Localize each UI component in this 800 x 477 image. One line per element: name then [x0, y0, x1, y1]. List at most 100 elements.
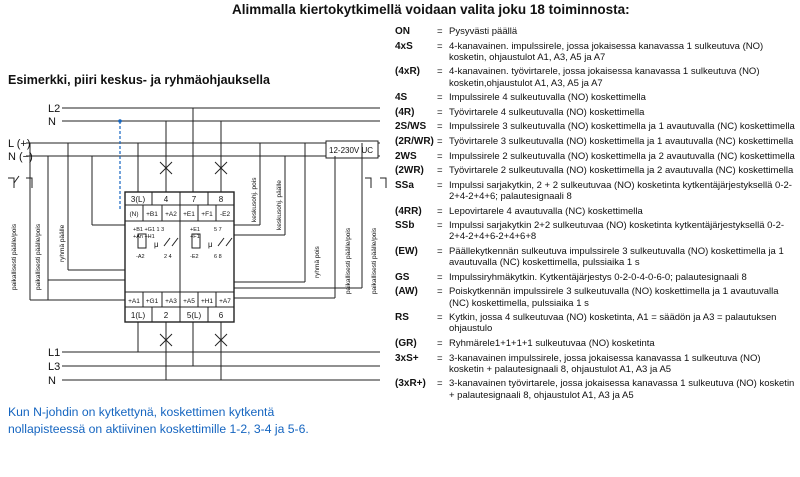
term-bot-1: 1(L) [131, 311, 146, 320]
left-block-line1: +B1 +G1 1 3 [133, 227, 164, 233]
label-l3: L3 [48, 361, 60, 373]
function-code: 2WS [395, 150, 417, 162]
switch-label-local4: paikallisesti päälle/pois [371, 227, 378, 294]
example-heading: Esimerkki, piiri keskus- ja ryhmäohjauks… [8, 73, 270, 87]
function-code: (4R) [395, 106, 415, 118]
equals-sign: = [437, 220, 443, 232]
label-l1: L1 [48, 347, 60, 359]
function-description: 3-kanavainen työvirtarele, jossa jokaise… [449, 378, 795, 401]
equals-sign: = [437, 337, 443, 349]
term-top-1: 3(L) [131, 195, 146, 204]
function-code: 2S/WS [395, 121, 427, 133]
input-top-4: +E1 [183, 211, 195, 218]
function-item: SSa=Impulssi sarjakytkin, 2 + 2 sulkeutu… [395, 180, 797, 202]
mu-right: μ [208, 240, 213, 249]
function-description: 4-kanavainen. työvirtarele, jossa jokais… [449, 66, 760, 89]
function-description: Impulssirele 2 sulkeutuvalla (NO) kosket… [449, 150, 795, 162]
term-bot-4: 6 [219, 311, 224, 320]
term-top-4: 8 [219, 195, 224, 204]
equals-sign: = [437, 165, 443, 177]
label-l-plus: L (+) [8, 138, 31, 150]
function-item: GS=Impulssiryhmäkytkin. Kytkentäjärjesty… [395, 272, 797, 283]
input-bot-6: +A7 [219, 298, 231, 305]
function-description: Kytkin, jossa 4 sulkeutuvaa (NO) kosketi… [449, 312, 777, 335]
function-code: (4RR) [395, 205, 422, 217]
function-item: ON = Pysyvästi päällä [395, 26, 797, 37]
switch-label-local3: paikallisesti päälle/pois [345, 227, 352, 294]
function-code: (3xR+) [395, 378, 426, 390]
note-line-2: nollapisteessä on aktiivinen koskettimil… [8, 422, 309, 436]
function-description: Pysyvästi päällä [449, 26, 518, 37]
label-n-top: N [48, 116, 56, 128]
term-top-2: 4 [164, 195, 169, 204]
equals-sign: = [437, 106, 443, 118]
function-code: (EW) [395, 245, 418, 257]
label-n-minus: N (−) [8, 151, 33, 163]
input-top-3: +A2 [165, 211, 177, 218]
function-item: (AW)=Poiskytkennän impulssirele 3 sulkeu… [395, 286, 797, 308]
input-bot-3: +A3 [165, 298, 177, 305]
left-block-line2: +An +H1 [133, 234, 155, 240]
equals-sign: = [437, 286, 443, 298]
equals-sign: = [437, 26, 443, 37]
equals-sign: = [437, 205, 443, 217]
function-item: 4xS=4-kanavainen. impulssirele, jossa jo… [395, 41, 797, 63]
function-item: (4R) = Työvirtarele 4 sulkeutuvalla (NO) k… [395, 107, 797, 118]
input-top-5: +F1 [201, 211, 213, 218]
n-wire-note: Kun N-johdin on kytkettynä, koskettimen … [8, 404, 309, 438]
term-top-3: 7 [192, 195, 197, 204]
function-item: (2R/WR)= Työvirtarele 3 sulkeutuvalla (NO… [395, 136, 797, 147]
function-code: (2WR) [395, 165, 424, 177]
right-block-line5: 6 8 [214, 254, 222, 260]
function-description: Työvirtarele 4 sulkeutuvalla (NO) kosket… [449, 106, 645, 118]
function-item: 2WS = Impulssirele 2 sulkeutuvalla (NO) ko… [395, 151, 797, 162]
function-item: 3xS+=3-kanavainen impulssirele, jossa jo… [395, 353, 797, 375]
wiring-diagram: L2 N L (+) N (−) L1 L3 N 12-230V UC 3(L)… [8, 103, 387, 387]
function-description: Ryhmärele1+1+1+1 sulkeutuvaa (NO) kosket… [449, 337, 655, 349]
equals-sign: = [437, 40, 443, 52]
right-block-line2: +F1 [190, 234, 200, 240]
right-block-line3: -E2 [190, 254, 199, 260]
equals-sign: = [437, 135, 443, 147]
equals-sign: = [437, 378, 443, 390]
switch-label-local2: paikallisesti päälle/pois [35, 223, 42, 290]
input-top-2: +B1 [146, 211, 158, 218]
function-code: GS [395, 271, 410, 283]
function-description: Päällekytkennän sulkeutuva impulssirele … [449, 245, 784, 269]
voltage-label: 12-230V UC [329, 146, 373, 155]
left-block-line4: 2 4 [164, 254, 172, 260]
function-item: (4RR)=Lepovirtarele 4 avautuvalla (NC) k… [395, 206, 797, 217]
function-code: 4S [395, 92, 408, 104]
equals-sign: = [437, 312, 443, 324]
label-n-bottom: N [48, 375, 56, 387]
function-code: (AW) [395, 286, 418, 298]
equals-sign: = [437, 352, 443, 364]
function-description: Impulssirele 3 sulkeutuvalla (NO) kosket… [449, 121, 795, 133]
switch-label-central-on: keskusohj. pois [251, 177, 258, 222]
function-description: 3-kanavainen impulssirele, jossa jokaise… [449, 352, 761, 375]
function-item: RS=Kytkin, jossa 4 sulkeutuvaa (NO) kosk… [395, 312, 797, 334]
function-description: Työvirtarele 3 sulkeutuvalla (NO) kosket… [449, 135, 794, 147]
function-code: 4xS [395, 40, 413, 52]
right-block-line4: 5 7 [214, 227, 222, 233]
equals-sign: = [437, 150, 443, 162]
function-item: 4S=Impulssirele 4 sulkeutuvalla (NO) kos… [395, 92, 797, 103]
function-code: ON [395, 26, 410, 37]
function-description: Työvirtarele 2 sulkeutuvalla (NO) kosket… [449, 165, 794, 177]
function-item: 2S/WS=Impulssirele 3 sulkeutuvalla (NO) … [395, 121, 797, 132]
note-line-1: Kun N-johdin on kytkettynä, koskettimen … [8, 405, 275, 419]
function-description: Impulssi sarjakytkin, 2 + 2 sulkeutuvaa … [449, 179, 792, 202]
input-top-6: -E2 [220, 211, 231, 218]
equals-sign: = [437, 179, 443, 191]
term-bot-2: 2 [164, 311, 169, 320]
function-code: (GR) [395, 337, 417, 349]
function-code: SSb [395, 220, 415, 232]
function-item: (2WR) = Työvirtarele 2 sulkeutuvalla (NO) … [395, 165, 797, 176]
function-code: (2R/WR) [395, 135, 434, 147]
label-l2: L2 [48, 103, 60, 115]
equals-sign: = [437, 245, 443, 257]
switch-label-group-on: ryhmä päälle [59, 224, 66, 262]
input-top-1: (N) [129, 211, 138, 218]
input-bot-2: +G1 [146, 298, 159, 305]
